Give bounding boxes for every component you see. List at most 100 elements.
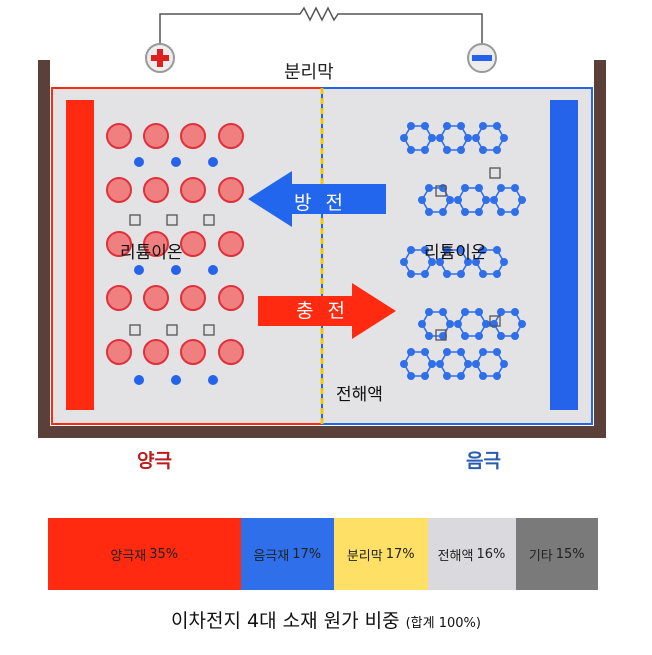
cost-segment: 양극재 35%	[48, 518, 241, 590]
external-wire	[159, 6, 483, 44]
carbon-atom	[461, 332, 469, 340]
carbon-atom	[493, 146, 501, 154]
metal-oxide-particle	[180, 123, 206, 149]
cost-segment: 음극재 17%	[240, 518, 334, 590]
carbon-atom	[407, 122, 415, 130]
carbon-atom	[457, 372, 465, 380]
carbon-atom	[511, 208, 519, 216]
separator-label: 분리막	[284, 62, 334, 83]
carbon-atom	[457, 246, 465, 254]
graphite-lattice	[400, 122, 526, 380]
vacancy-marker	[129, 324, 141, 336]
cost-segment-pct: 15%	[555, 546, 585, 562]
metal-oxide-particle	[143, 123, 169, 149]
vacancy-marker	[166, 324, 178, 336]
carbon-atom	[461, 308, 469, 316]
cost-segment-pct: 16%	[476, 546, 506, 562]
lithium-ion	[134, 265, 144, 275]
cost-share-bar: 양극재 35%음극재 17%분리막 17%전해액 16%기타 15%	[48, 518, 598, 590]
carbon-atom	[500, 258, 508, 266]
carbon-atom	[421, 372, 429, 380]
carbon-atom	[425, 184, 433, 192]
carbon-atom	[511, 184, 519, 192]
anode-label: 음극	[466, 450, 501, 472]
carbon-atom	[518, 320, 526, 328]
lithium-ion	[208, 375, 218, 385]
vacancy-marker	[203, 324, 215, 336]
carbon-atom	[497, 208, 505, 216]
metal-oxide-particle	[218, 177, 244, 203]
cost-segment-label: 양극재	[110, 548, 147, 564]
carbon-atom	[436, 134, 444, 142]
vacancy-marker	[489, 167, 501, 179]
carbon-atom	[400, 258, 408, 266]
carbon-atom	[518, 196, 526, 204]
discharge-arrow	[248, 171, 386, 227]
carbon-atom	[500, 134, 508, 142]
carbon-atom	[472, 360, 480, 368]
discharge-label: 방 전	[294, 192, 347, 214]
carbon-atom	[475, 332, 483, 340]
metal-oxide-particle	[106, 339, 132, 365]
cost-segment-pct: 35%	[149, 546, 179, 562]
metal-oxide-particle	[143, 177, 169, 203]
carbon-atom	[421, 122, 429, 130]
cost-segment: 분리막 17%	[334, 518, 428, 590]
electrolyte-label: 전해액	[336, 385, 383, 405]
carbon-atom	[425, 308, 433, 316]
carbon-atom	[436, 258, 444, 266]
carbon-atom	[457, 348, 465, 356]
metal-oxide-particle	[106, 231, 132, 257]
carbon-atom	[497, 332, 505, 340]
carbon-atom	[475, 308, 483, 316]
carbon-atom	[443, 246, 451, 254]
charge-label: 충 전	[296, 300, 349, 322]
metal-oxide-particle	[218, 123, 244, 149]
carbon-atom	[446, 196, 454, 204]
carbon-atom	[407, 372, 415, 380]
carbon-atom	[439, 332, 447, 340]
carbon-atom	[475, 184, 483, 192]
cost-segment: 전해액 16%	[427, 518, 516, 590]
metal-oxide-particle	[180, 231, 206, 257]
battery-diagram	[38, 6, 606, 438]
carbon-atom	[443, 348, 451, 356]
carbon-atom	[482, 196, 490, 204]
carbon-atom	[500, 360, 508, 368]
vacancy-marker	[435, 185, 447, 197]
lithium-ion	[134, 157, 144, 167]
carbon-atom	[407, 270, 415, 278]
cost-caption-title: 이차전지 4대 소재 원가 비중	[171, 610, 400, 632]
carbon-atom	[421, 246, 429, 254]
metal-oxide-particle	[180, 339, 206, 365]
carbon-atom	[482, 320, 490, 328]
lithium-ion	[171, 157, 181, 167]
metal-oxide-particle	[106, 177, 132, 203]
carbon-atom	[443, 270, 451, 278]
carbon-atom	[425, 332, 433, 340]
carbon-atom	[511, 308, 519, 316]
vacancy-marker	[435, 329, 447, 341]
metal-oxide-particle	[218, 285, 244, 311]
cost-caption-note: (합계 100%)	[405, 616, 481, 631]
cost-segment-label: 전해액	[437, 548, 474, 564]
carbon-atom	[407, 146, 415, 154]
carbon-atom	[428, 134, 436, 142]
lithium-ion	[134, 375, 144, 385]
carbon-atom	[493, 348, 501, 356]
carbon-atom	[497, 184, 505, 192]
lithium-ion-label-anode: 리튬이온	[424, 243, 487, 263]
carbon-atom	[490, 320, 498, 328]
lithium-ion	[208, 157, 218, 167]
carbon-atom	[490, 196, 498, 204]
carbon-atom	[428, 258, 436, 266]
carbon-atom	[479, 348, 487, 356]
carbon-atom	[407, 246, 415, 254]
carbon-atom	[464, 134, 472, 142]
vacancy-marker	[203, 214, 215, 226]
metal-oxide-particle	[143, 285, 169, 311]
carbon-atom	[479, 372, 487, 380]
carbon-atom	[425, 208, 433, 216]
carbon-atom	[436, 360, 444, 368]
carbon-atom	[418, 320, 426, 328]
